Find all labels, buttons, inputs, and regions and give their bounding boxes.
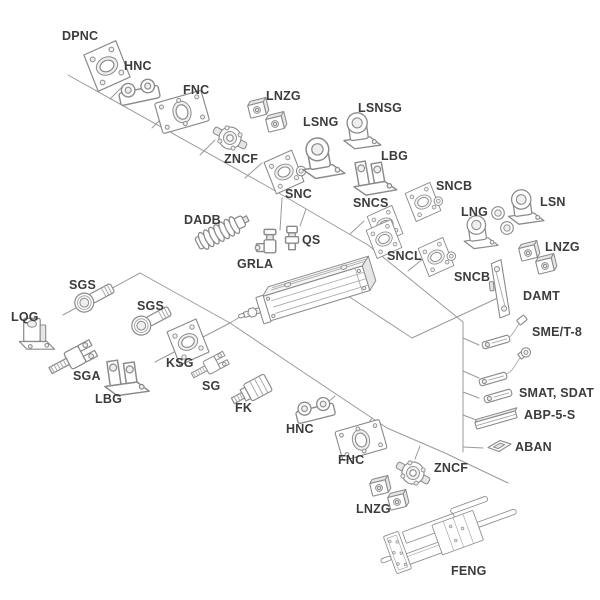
label-hnc: HNC [124,59,152,73]
leader-line [67,74,464,453]
label-abp-5-s: ABP-5-S [524,408,575,422]
label-sgs: SGS [69,278,96,292]
leader-line [349,220,365,235]
label-damt: DAMT [523,289,560,303]
part-lnzg-bottom-a [368,474,393,497]
label-sncb: SNCB [454,270,490,284]
leader-line [62,272,509,484]
leader-line [244,162,263,179]
label-sga: SGA [73,369,101,383]
leader-line [462,370,480,379]
part-abp-5-s [473,407,521,430]
label-lnzg: LNZG [545,240,580,254]
leader-line [462,337,480,346]
label-lsng: LSNG [303,115,339,129]
leader-line [414,445,421,460]
part-sme-t8 [477,314,531,349]
part-lsn-ring-a [491,206,505,220]
part-lsnsg [339,109,382,151]
leader-line [279,197,283,231]
leader-line [199,139,216,156]
label-hnc: HNC [286,422,314,436]
label-ksg: KSG [166,356,194,370]
part-lsn-bracket [504,186,545,227]
part-labels: DPNCHNCFNCZNCFLNZGLSNGLSNSGSNCLBGSNCSSNC… [11,29,594,578]
part-zncf-top [208,119,252,157]
part-aban [487,439,512,453]
part-hnc-top [116,76,162,107]
leader-lines [62,74,509,484]
label-sg: SG [202,379,220,393]
label-qs: QS [302,233,320,247]
part-damt [486,258,511,320]
label-aban: ABAN [515,440,552,454]
label-grla: GRLA [237,257,273,271]
part-sme-t8-round-plug [474,347,536,387]
label-sme-t-8: SME/T-8 [532,325,582,339]
part-lnzg-top-b [264,110,289,133]
label-fk: FK [235,401,252,415]
label-lnzg: LNZG [356,502,391,516]
label-sncs: SNCS [353,196,389,210]
label-feng: FENG [451,564,487,578]
label-lsn: LSN [540,195,566,209]
label-smat-sdat: SMAT, SDAT [519,386,594,400]
part-glyphs [18,40,559,578]
leader-line [462,446,484,449]
label-lbg: LBG [95,392,122,406]
label-sncb: SNCB [436,179,472,193]
part-smat-sdat [483,388,513,404]
label-fnc: FNC [338,453,364,467]
label-lsnsg: LSNSG [358,101,402,115]
label-dadb: DADB [184,213,221,227]
label-lng: LNG [461,205,488,219]
part-qs [284,225,300,251]
label-fnc: FNC [183,83,209,97]
label-lqg: LQG [11,310,39,324]
label-lnzg: LNZG [266,89,301,103]
part-grla [254,228,277,254]
part-lsn-ring-b [500,221,514,235]
leader-line [347,295,503,339]
leader-line [299,208,307,227]
label-dpnc: DPNC [62,29,98,43]
label-snc: SNC [285,187,312,201]
label-sgs: SGS [137,299,164,313]
label-zncf: ZNCF [434,461,468,475]
label-lbg: LBG [381,149,408,163]
label-zncf: ZNCF [224,152,258,166]
part-sncb-mid [418,237,455,276]
leader-line [407,257,425,272]
leader-line [462,391,480,399]
part-zncf-bottom [391,454,435,492]
part-hnc-bottom [292,394,337,425]
label-sncl: SNCL [387,249,422,263]
